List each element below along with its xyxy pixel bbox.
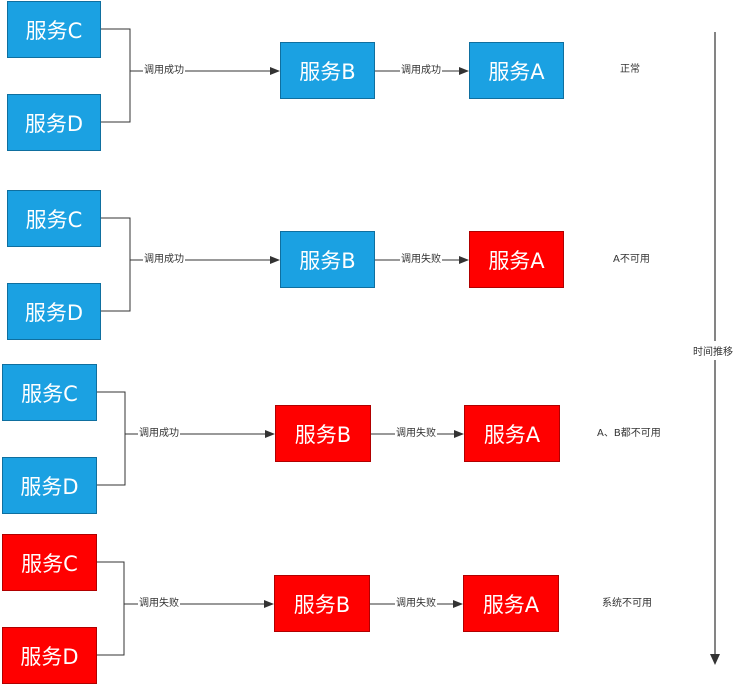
row-4-edge-b-a-label: 调用失败 bbox=[395, 598, 437, 610]
row-3-service-a: 服务A bbox=[464, 405, 560, 462]
row-3-edge-b-a-label: 调用失败 bbox=[395, 428, 437, 440]
row-4-service-a: 服务A bbox=[463, 575, 559, 632]
row-1-service-c: 服务C bbox=[7, 1, 101, 58]
row-1-service-b: 服务B bbox=[280, 42, 375, 99]
row-3-service-d: 服务D bbox=[2, 457, 97, 514]
row-1-status: 正常 bbox=[620, 64, 640, 75]
row-2-edge-cd-b-label: 调用成功 bbox=[143, 254, 185, 266]
row-4-status: 系统不可用 bbox=[602, 598, 652, 609]
row-4-service-c: 服务C bbox=[2, 534, 97, 591]
row-2-service-a: 服务A bbox=[469, 231, 564, 288]
row-3-service-c: 服务C bbox=[2, 364, 97, 421]
row-3-status: A、B都不可用 bbox=[597, 428, 661, 439]
row-1-service-d: 服务D bbox=[7, 94, 101, 151]
row-3-edge-cd-b-label: 调用成功 bbox=[138, 428, 180, 440]
row-3-service-b: 服务B bbox=[275, 405, 371, 462]
row-2-edge-b-a-label: 调用失败 bbox=[400, 254, 442, 266]
row-4-service-d: 服务D bbox=[2, 627, 97, 684]
timeline-label: 时间推移 bbox=[693, 341, 733, 360]
row-1-edge-cd-b-label: 调用成功 bbox=[143, 65, 185, 77]
row-1-service-a: 服务A bbox=[469, 42, 564, 99]
row-2-service-c: 服务C bbox=[7, 190, 101, 247]
row-1-edge-b-a-label: 调用成功 bbox=[400, 65, 442, 77]
row-2-service-b: 服务B bbox=[280, 231, 375, 288]
row-2-service-d: 服务D bbox=[7, 283, 101, 340]
row-4-edge-cd-b-label: 调用失败 bbox=[138, 598, 180, 610]
row-4-service-b: 服务B bbox=[274, 575, 370, 632]
row-2-status: A不可用 bbox=[613, 254, 650, 265]
